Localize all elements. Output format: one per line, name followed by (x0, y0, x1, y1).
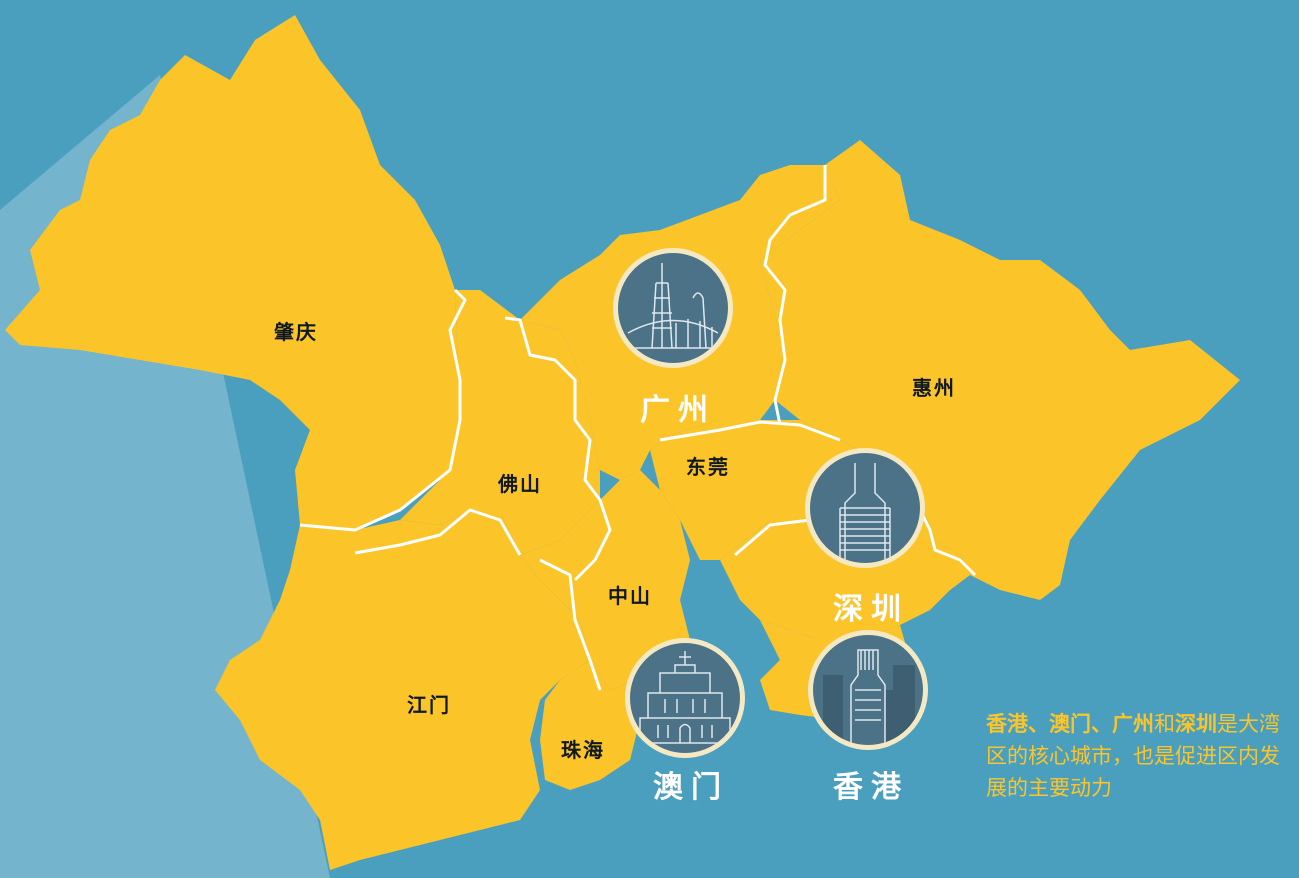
region-macau-islet (598, 690, 620, 720)
region-zhuhai (540, 660, 640, 790)
caption-connector: 和 (1154, 712, 1175, 736)
canton-tower-icon (613, 248, 733, 368)
core-city-label-guangzhou: 广州 (640, 393, 716, 428)
border-foshan-jiangmen (354, 508, 522, 556)
border-guangzhou-dongguan (659, 420, 841, 442)
caption-highlight-1: 香港、澳门、广州 (986, 712, 1154, 736)
region-huizhou (760, 140, 1240, 600)
region-jiangmen (215, 510, 590, 870)
city-label-foshan: 佛山 (498, 472, 542, 496)
region-zhongshan (520, 470, 690, 690)
caption-body: 是大湾区的核心城市，也是促进区内发展的主要动力 (986, 712, 1280, 800)
caption-highlight-2: 深圳 (1175, 712, 1217, 736)
core-city-label-shenzhen: 深圳 (833, 592, 909, 627)
region-borders (299, 165, 977, 691)
city-label-huizhou: 惠州 (912, 376, 956, 400)
region-zhaoqing (5, 15, 460, 530)
twin-towers-icon (805, 448, 925, 568)
map-caption: 香港、澳门、广州和深圳是大湾区的核心城市，也是促进区内发展的主要动力 (986, 708, 1296, 804)
border-zhaoqing-foshan (299, 288, 467, 532)
core-city-label-hongkong: 香港 (833, 770, 909, 805)
border-foshan-guangzhou (504, 316, 602, 501)
border-shenzhen-huizhou (913, 499, 977, 577)
region-foshan (400, 290, 600, 555)
border-guangzhou-huizhou (763, 165, 827, 426)
border-zhongshan-foshan (573, 499, 612, 582)
ruins-of-st-paul-icon (625, 638, 745, 758)
city-label-jiangmen: 江门 (407, 693, 451, 717)
border-jiangmen-zhongshan (539, 558, 602, 691)
bank-tower-icon (808, 630, 928, 750)
region-dongguan (650, 420, 880, 560)
core-city-label-macau: 澳门 (653, 770, 729, 805)
city-label-zhaoqing: 肇庆 (274, 320, 318, 344)
city-label-zhuhai: 珠海 (561, 738, 605, 762)
city-label-zhongshan: 中山 (608, 584, 652, 608)
city-label-dongguan: 东莞 (686, 455, 730, 479)
